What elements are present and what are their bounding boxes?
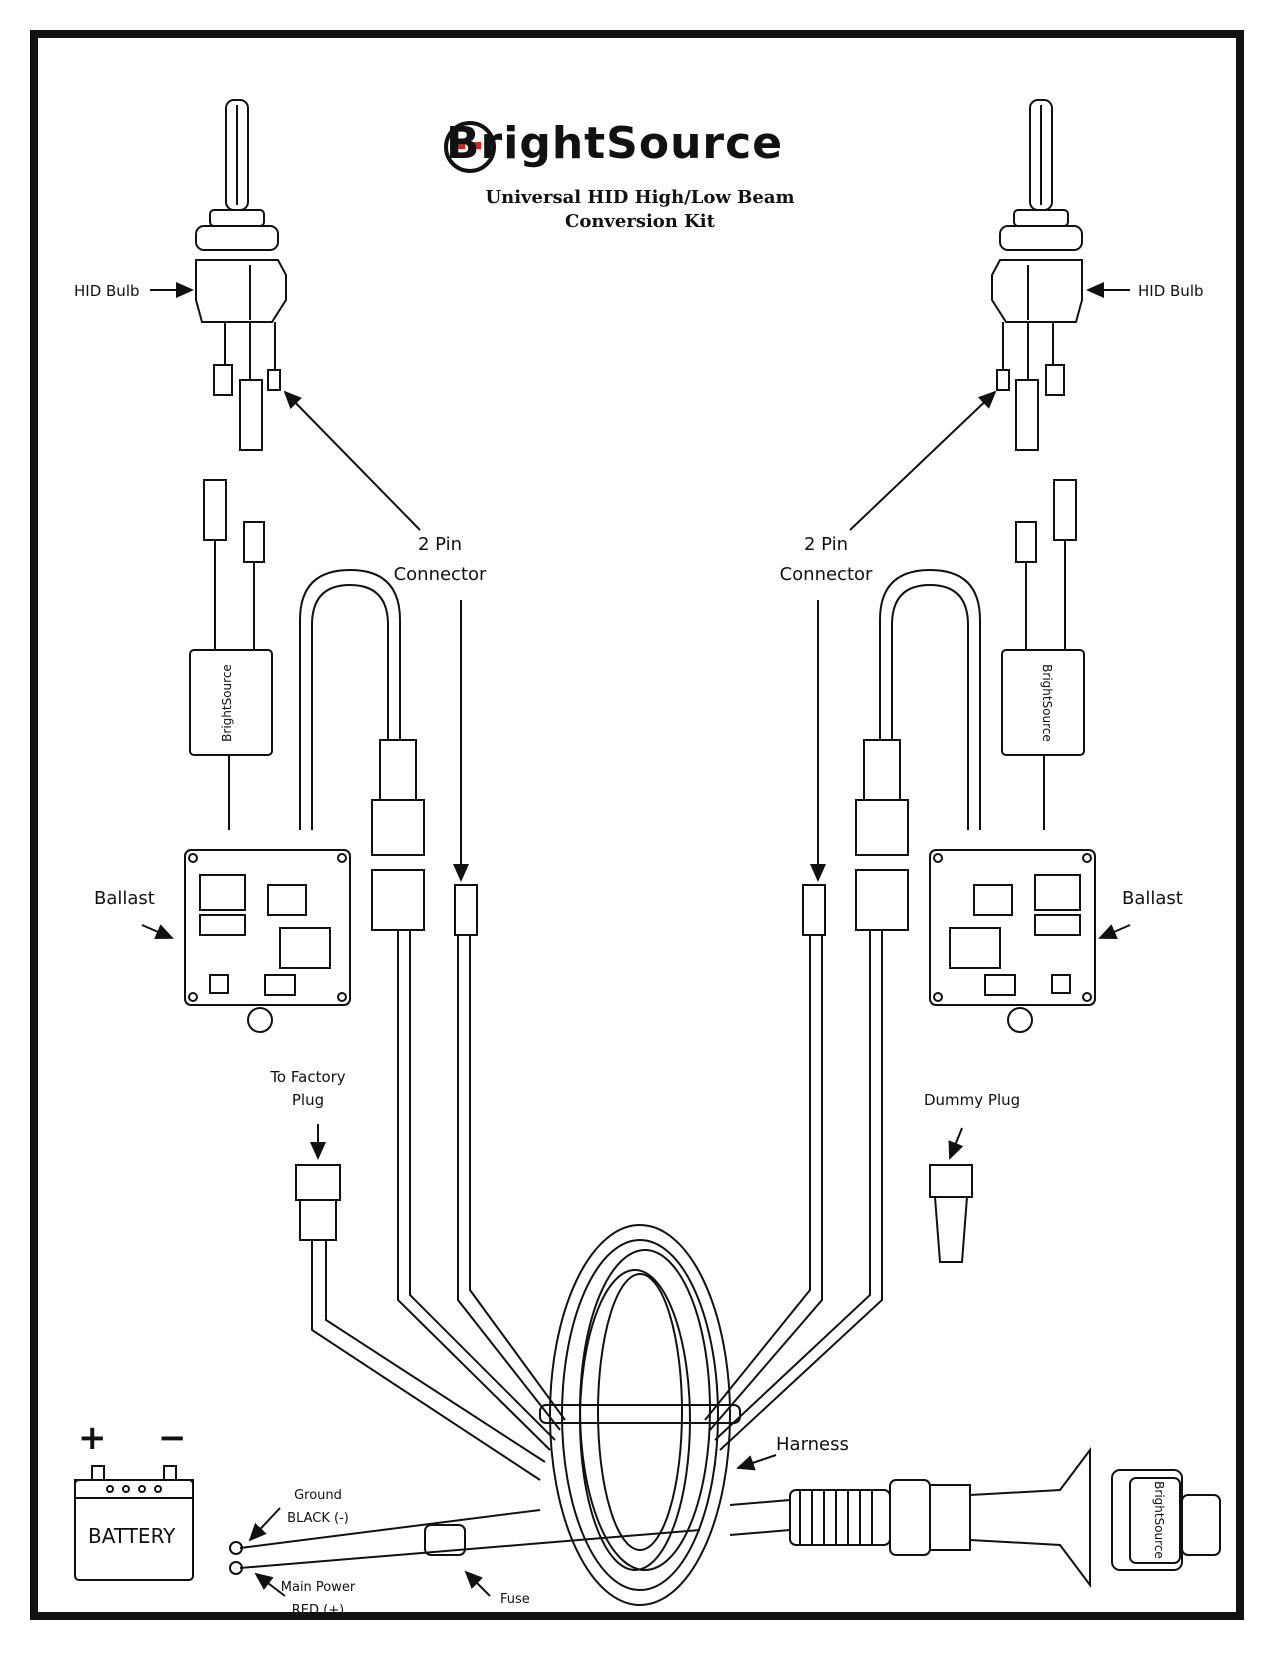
kit-title-line2: Conversion Kit <box>565 211 715 232</box>
ballast-left <box>184 849 351 1033</box>
label-ballast-right: Ballast <box>1122 888 1183 909</box>
battery-icon <box>74 1465 194 1581</box>
module-brand-left: BrightSource <box>220 664 234 742</box>
brand-name: BrightSource <box>446 118 784 169</box>
kit-title: Universal HID High/Low Beam Conversion K… <box>485 186 794 234</box>
label-dummy-plug: Dummy Plug <box>924 1091 1021 1109</box>
right-loop-wire <box>855 568 981 856</box>
label-factory-plug-line2: Plug <box>291 1091 325 1109</box>
battery-plus-sign: + <box>78 1418 107 1458</box>
label-2pin-left-line1: 2 Pin <box>417 534 463 555</box>
label-main-power-line2: RED (+) <box>291 1603 345 1618</box>
relay-harness <box>729 1447 1221 1588</box>
border-frame <box>30 30 1244 1620</box>
label-hid-bulb-right: HID Bulb <box>1138 282 1204 300</box>
label-main-power: Main Power RED (+) <box>281 1576 355 1622</box>
kit-title-line1: Universal HID High/Low Beam <box>485 187 795 208</box>
label-hid-bulb-left: HID Bulb <box>74 282 140 300</box>
label-ground-line2: BLACK (-) <box>287 1511 349 1526</box>
label-ground: Ground BLACK (-) <box>287 1484 349 1530</box>
harness-coil <box>539 1224 741 1606</box>
brand-logo-icon <box>444 121 496 173</box>
harness-wires <box>311 930 883 1481</box>
relay-brand-text: BrightSource <box>1152 1481 1166 1559</box>
label-2pin-connector-left: 2 Pin Connector <box>394 530 487 590</box>
dummy-plug <box>929 1164 973 1263</box>
label-main-power-line1: Main Power <box>280 1580 356 1595</box>
left-bulb-connectors <box>203 479 265 650</box>
hid-bulb-right <box>991 99 1083 451</box>
label-2pin-right-line2: Connector <box>779 564 873 585</box>
left-loop-wire <box>299 568 425 856</box>
igniter-module-right <box>1001 649 1085 830</box>
ballast-right <box>929 849 1096 1033</box>
right-bulb-connectors <box>1015 479 1077 650</box>
igniter-module-left <box>189 649 273 830</box>
label-factory-plug-line1: To Factory <box>270 1068 346 1086</box>
label-fuse: Fuse <box>500 1592 530 1607</box>
label-2pin-connector-right: 2 Pin Connector <box>780 530 873 590</box>
label-factory-plug: To Factory Plug <box>270 1066 345 1112</box>
battery-minus-sign: − <box>158 1418 187 1458</box>
module-brand-right: BrightSource <box>1040 664 1054 742</box>
label-2pin-left-line2: Connector <box>393 564 487 585</box>
label-ground-line1: Ground <box>294 1488 342 1503</box>
label-ballast-left: Ballast <box>94 888 155 909</box>
hid-bulb-left <box>195 99 287 451</box>
factory-plug <box>295 1164 341 1241</box>
callout-arrows <box>141 282 1131 1597</box>
label-2pin-right-line1: 2 Pin <box>803 534 849 555</box>
label-harness: Harness <box>776 1434 849 1455</box>
battery-label: BATTERY <box>88 1524 176 1548</box>
battery-cables <box>229 1509 701 1575</box>
